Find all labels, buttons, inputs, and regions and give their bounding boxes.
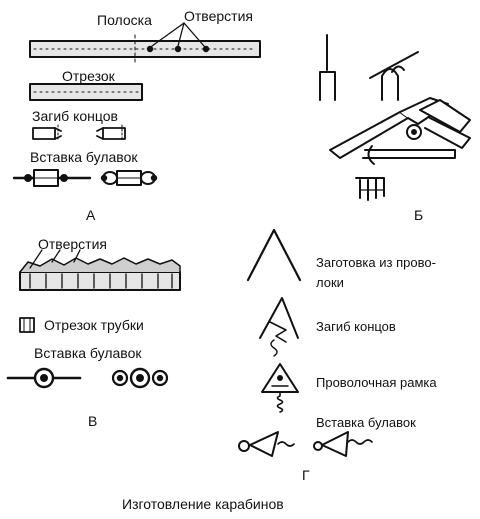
panel-a-strip [29,34,261,63]
label-holes-a: Отверстия [184,8,253,24]
label-bend-ends-a: Загиб концов [32,108,118,124]
panel-b-pliers [329,97,471,201]
label-tube-piece: Отрезок трубки [44,317,144,333]
label-holes-v: Отверстия [38,236,107,252]
label-insert-pins-v: Вставка булавок [34,345,142,361]
panel-g-wire-blank [246,228,302,282]
panel-a-inserted-pins [12,169,158,187]
panel-letter-g: Г [302,467,310,483]
label-wire-blank-line1: Заготовка из прово- [316,255,436,270]
panel-a-bent-pieces [32,124,126,142]
panel-v-tube-piece [19,317,35,333]
label-cut-piece: Отрезок [62,68,115,84]
panel-b-bent-tab [369,51,419,101]
panel-g-inserted-pins [238,431,373,457]
figure-caption: Изготовление карабинов [122,496,284,512]
panel-v-inserted-pins [6,367,169,389]
label-wire-blank-line2: локи [316,275,344,290]
panel-v-strip [19,257,181,291]
panel-letter-v: В [88,413,98,429]
label-wire-frame: Проволочная рамка [316,375,437,390]
label-insert-pins-g: Вставка булавок [316,415,416,430]
panel-letter-b: Б [414,207,424,223]
panel-a-holes-pointers [151,22,205,47]
label-insert-pins-a: Вставка булавок [30,149,138,165]
label-bend-ends-g: Загиб концов [316,319,396,334]
panel-b-wire-small [319,34,336,101]
panel-g-wire-frame [261,363,299,413]
panel-g-bent-ends [259,297,299,357]
label-strip: Полоска [97,12,152,28]
panel-letter-a: А [86,207,96,223]
panel-a-cut-piece [29,83,143,101]
panel-v-holes-pointers [29,249,81,269]
